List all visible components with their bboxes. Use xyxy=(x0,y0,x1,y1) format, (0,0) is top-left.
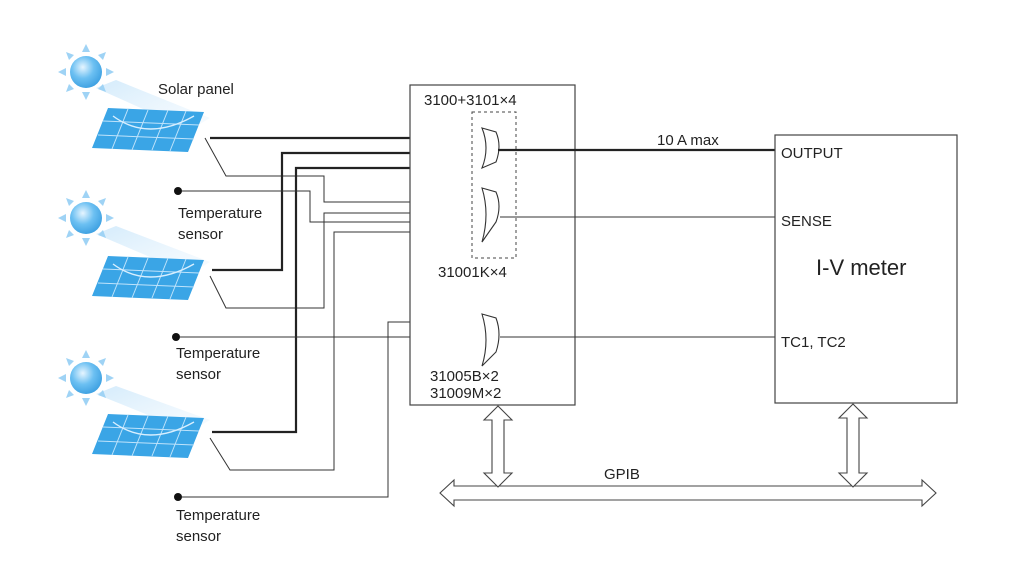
output-switch xyxy=(480,127,500,170)
temperature-sensor-dot xyxy=(174,493,182,501)
solar-panel-label: Solar panel xyxy=(158,81,234,98)
solar-panel-icon xyxy=(91,255,205,301)
temperature-sensor-2: Temperature sensor xyxy=(172,333,260,383)
temperature-sensor-1: Temperature sensor xyxy=(174,187,262,243)
tc-terminal-label: TC1, TC2 xyxy=(781,334,846,351)
relay-card-b2-label: 31009M×2 xyxy=(430,385,501,402)
solar-panel-icon xyxy=(91,413,205,459)
temperature-sensor-3: Temperature sensor xyxy=(174,493,260,545)
meter-gpib-connector xyxy=(837,403,869,488)
temperature-sensor-label-line1: Temperature xyxy=(176,507,260,524)
temperature-sensor-dot xyxy=(174,187,182,195)
sun-icon xyxy=(58,190,114,246)
temperature-sensor-label-line2: sensor xyxy=(176,366,221,383)
relay-card-b1-label: 31005B×2 xyxy=(430,368,499,385)
gpib-bus: GPIB xyxy=(439,403,937,508)
temperature-sensor-label-line1: Temperature xyxy=(178,205,262,222)
tc-switch xyxy=(481,313,500,367)
temperature-sensor-label-line2: sensor xyxy=(178,226,223,243)
scanner-box: 3100+3101×4 31001K×4 31005B×2 31009M×2 xyxy=(409,84,576,406)
gpib-bus-arrow xyxy=(439,478,937,508)
solar-panel-2 xyxy=(58,190,210,301)
temperature-sensor-dot xyxy=(172,333,180,341)
temperature-sensor-label-line1: Temperature xyxy=(176,345,260,362)
scanner-gpib-connector xyxy=(482,405,514,488)
sense-terminal-label: SENSE xyxy=(781,213,832,230)
solar-panel-icon xyxy=(91,107,205,153)
sun-icon xyxy=(58,350,114,406)
max-current-label: 10 A max xyxy=(657,132,719,149)
meter-wiring: 10 A max xyxy=(498,132,775,338)
wiring-panel-3 xyxy=(209,166,482,471)
output-terminal-label: OUTPUT xyxy=(781,145,843,162)
gpib-label: GPIB xyxy=(604,466,640,483)
solar-panel-3 xyxy=(58,350,210,459)
iv-meter-enclosure xyxy=(774,134,958,404)
iv-meter-title: I-V meter xyxy=(816,255,906,280)
temperature-sensor-label-line2: sensor xyxy=(176,528,221,545)
iv-meter-box: OUTPUT SENSE I-V meter TC1, TC2 xyxy=(774,134,958,404)
solar-panel-1 xyxy=(58,44,210,153)
relay-card-a-label: 31001K×4 xyxy=(438,264,507,281)
scanner-title: 3100+3101×4 xyxy=(424,92,517,109)
sense-switch xyxy=(481,187,500,243)
relay-card-group-dashed xyxy=(471,111,517,259)
wiring-panel-2 xyxy=(209,151,482,309)
sun-icon xyxy=(58,44,114,100)
